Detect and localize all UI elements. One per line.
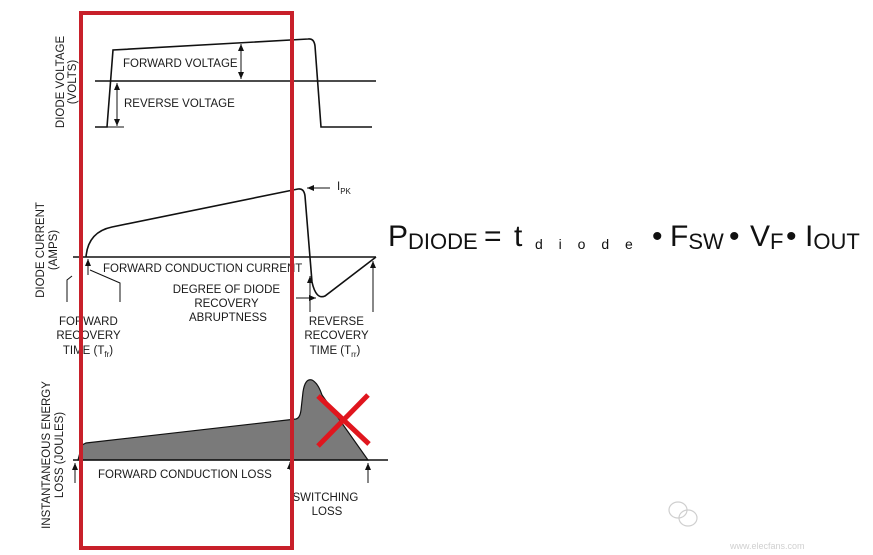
energy-axis-label: INSTANTANEOUS ENERGY (41, 381, 53, 529)
forward-voltage-label: FORWARD VOLTAGE (123, 58, 238, 70)
ipk-label: IPK (337, 181, 352, 196)
watermark-url: www.elecfans.com (729, 541, 805, 551)
forward-conduction-current-label: FORWARD CONDUCTION CURRENT (103, 263, 302, 275)
forward-conduction-loss-label: FORWARD CONDUCTION LOSS (98, 469, 272, 481)
diode-power-formula: PDIODE = t d i o d e • FSW • VF • IOUT (388, 220, 860, 256)
red-cross-icon (316, 393, 371, 448)
forward-recovery-bracket-left (66, 275, 73, 302)
voltage-waveform (95, 38, 372, 128)
energy-axis-unit: LOSS (JOULES) (54, 412, 66, 498)
energy-panel: FORWARD CONDUCTION LOSS SWITCHING LOSS I… (41, 379, 388, 529)
current-panel: IPK FORWARD CONDUCTION CURRENT DEGREE OF… (35, 181, 377, 359)
reverse-voltage-label: REVERSE VOLTAGE (124, 98, 235, 110)
highlight-box (79, 11, 294, 550)
voltage-axis-label: DIODE VOLTAGE (55, 36, 67, 129)
abruptness-label: DEGREE OF DIODE RECOVERY ABRUPTNESS (173, 284, 284, 324)
current-axis-unit: (AMPS) (48, 230, 60, 270)
current-waveform (85, 188, 377, 298)
watermark: www.elecfans.com (668, 501, 805, 551)
forward-recovery-bracket-right (89, 269, 121, 302)
current-axis-label: DIODE CURRENT (35, 202, 47, 298)
forward-recovery-time-label: FORWARD RECOVERY TIME (Tfr) (56, 316, 123, 359)
wechat-icon (668, 501, 698, 527)
switching-loss-label: SWITCHING LOSS (292, 492, 361, 518)
voltage-panel: FORWARD VOLTAGE REVERSE VOLTAGE DIODE VO… (55, 36, 376, 129)
voltage-axis-unit: (VOLTS) (67, 60, 79, 105)
reverse-recovery-time-label: REVERSE RECOVERY TIME (Trr) (304, 316, 371, 359)
energy-loss-area (77, 379, 370, 461)
